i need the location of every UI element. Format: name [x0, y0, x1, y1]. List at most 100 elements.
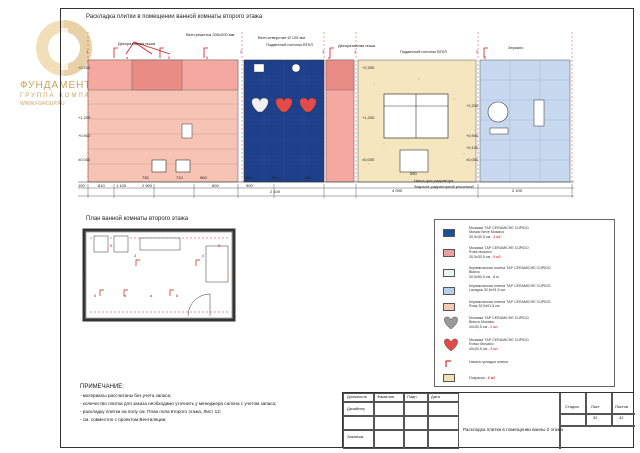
stamp-sheets: 42	[619, 415, 624, 420]
plan-mark: б	[218, 243, 221, 248]
dim-label: 900	[246, 183, 253, 188]
niche-left	[131, 59, 183, 91]
stamp-sheet: 32	[593, 415, 598, 420]
level-mark: +1,200	[78, 115, 91, 120]
washbasin	[489, 127, 509, 135]
notes-block: ПРИМЕЧАНИЕ: - материалы рассчитаны без у…	[80, 384, 338, 444]
logo-text: ФУНДАМЕНТ	[20, 80, 92, 91]
axis-mark: 3	[322, 49, 325, 54]
install-panel	[181, 123, 193, 139]
dim-label: 180	[304, 175, 311, 180]
dim-label: 900	[246, 175, 253, 180]
dim-label: 4 090	[392, 188, 403, 193]
heart-1	[251, 97, 269, 113]
level-mark: ±0,000	[362, 157, 375, 162]
heart-2	[275, 97, 293, 113]
dim-label: 2 100	[270, 189, 281, 194]
company-logo-icon	[36, 20, 92, 76]
radiator-niche	[399, 149, 429, 173]
level-mark: +1,200	[362, 115, 375, 120]
legend-swatch	[443, 374, 455, 382]
axis-mark: 2	[240, 49, 243, 54]
dim-label: 730	[142, 175, 149, 180]
plan-mark: а	[150, 293, 153, 298]
note-line: - см. совместно с проектом Вентиляции.	[80, 417, 167, 422]
mirror	[487, 101, 509, 123]
vent-hole	[291, 63, 301, 73]
plan-mark: а	[124, 293, 127, 298]
level-mark: +0,100	[466, 145, 479, 150]
level-mark: ±0,000	[466, 157, 479, 162]
plan-mark: б	[110, 243, 113, 248]
dim-label: 900	[272, 175, 279, 180]
callout-radiator-niche: Ниша для радиатора	[414, 178, 454, 183]
dim-label: 2 100	[512, 188, 523, 193]
level-mark: ±0,000	[78, 157, 91, 162]
level-mark: +2,200	[466, 103, 479, 108]
stamp-role-label: Подп.	[407, 394, 418, 399]
stamp-role-label: Должность	[347, 394, 368, 399]
dim-label: 100	[78, 183, 85, 188]
callout-mirror: Зеркало	[508, 45, 524, 50]
dim-label: 960	[200, 175, 207, 180]
legend-swatch	[443, 249, 455, 257]
floor-plan-drawing	[82, 228, 236, 322]
legend-swatch	[443, 269, 455, 277]
axis-mark: а	[126, 55, 129, 60]
axis-mark: 6	[206, 55, 209, 60]
callout-ceiling-mid: Подвесной потолок ВГКЛ	[266, 42, 313, 47]
note-line: - раскладку плитки на полу см. План пола…	[80, 409, 222, 414]
heart-grey-icon	[444, 316, 458, 330]
callout-niche-left: Декоративная ниша	[118, 41, 156, 46]
towel-rail	[533, 99, 545, 127]
dim-label: 600	[212, 183, 219, 188]
plan-mark: 3	[134, 253, 137, 258]
dim-label: 810	[98, 183, 105, 188]
plan-mark: 4	[202, 253, 205, 258]
plan-mark: 6	[176, 293, 179, 298]
plan-title: План ванной комнаты второго этажа	[86, 216, 189, 222]
axis-mark: 5	[476, 49, 479, 54]
heart-red-icon	[444, 338, 458, 352]
callout-vent-grille: Вент.решетка 200х200 мм	[186, 32, 235, 37]
vent-grille	[253, 63, 265, 73]
stamp-role-label: Фамилия	[377, 394, 394, 399]
axis-mark: б	[484, 55, 487, 60]
bidet-left	[175, 159, 191, 173]
note-line: - материалы рассчитаны без учета запаса;	[80, 393, 172, 398]
heart-3	[299, 97, 317, 113]
elevation-title: Раскладка плитки в помещении ванной комн…	[86, 14, 263, 20]
dim-label: 2 900	[142, 183, 153, 188]
stamp-role: Заказчик	[347, 434, 364, 439]
stamp-role: Дизайнер	[347, 406, 365, 411]
wc-left	[151, 159, 167, 173]
callout-ceiling-right: Подвесной потолок ВГКЛ	[400, 49, 447, 54]
axis-mark: а	[328, 55, 331, 60]
stamp-head: Листов	[615, 404, 628, 409]
legend-swatch	[443, 287, 455, 295]
dim-label: 1 100	[116, 183, 127, 188]
legend-swatch	[443, 303, 455, 311]
axis-mark: 4	[354, 49, 357, 54]
stamp-head: Лист	[591, 404, 600, 409]
logo-subtitle: ГРУППА КОМПАНИЙ	[20, 93, 110, 99]
plan-mark: 5	[94, 293, 97, 298]
stamp-head: Стадия	[565, 404, 579, 409]
wall-elevation-drawing	[78, 32, 574, 198]
callout-niche-right: Декоративная ниша	[338, 43, 376, 48]
stamp-role-label: Дата	[431, 394, 440, 399]
legend-swatch	[443, 229, 455, 237]
stamp-title: Раскладка плитки в помещении ванны 2 эта…	[463, 427, 563, 432]
level-mark: +2,200	[78, 65, 91, 70]
dim-label: 710	[176, 175, 183, 180]
start-mark-icon	[445, 360, 451, 367]
level-mark: +0,900	[466, 133, 479, 138]
plan-mark: 1	[82, 275, 85, 280]
notes-heading: ПРИМЕЧАНИЕ:	[80, 384, 124, 390]
dim-label: 550	[410, 171, 417, 176]
plan-mark: 2	[232, 275, 235, 280]
logo-url: WWW.FGROUP.RU	[20, 101, 65, 107]
callout-radiator-close: Закрыта радиаторной решеткой	[414, 184, 474, 189]
